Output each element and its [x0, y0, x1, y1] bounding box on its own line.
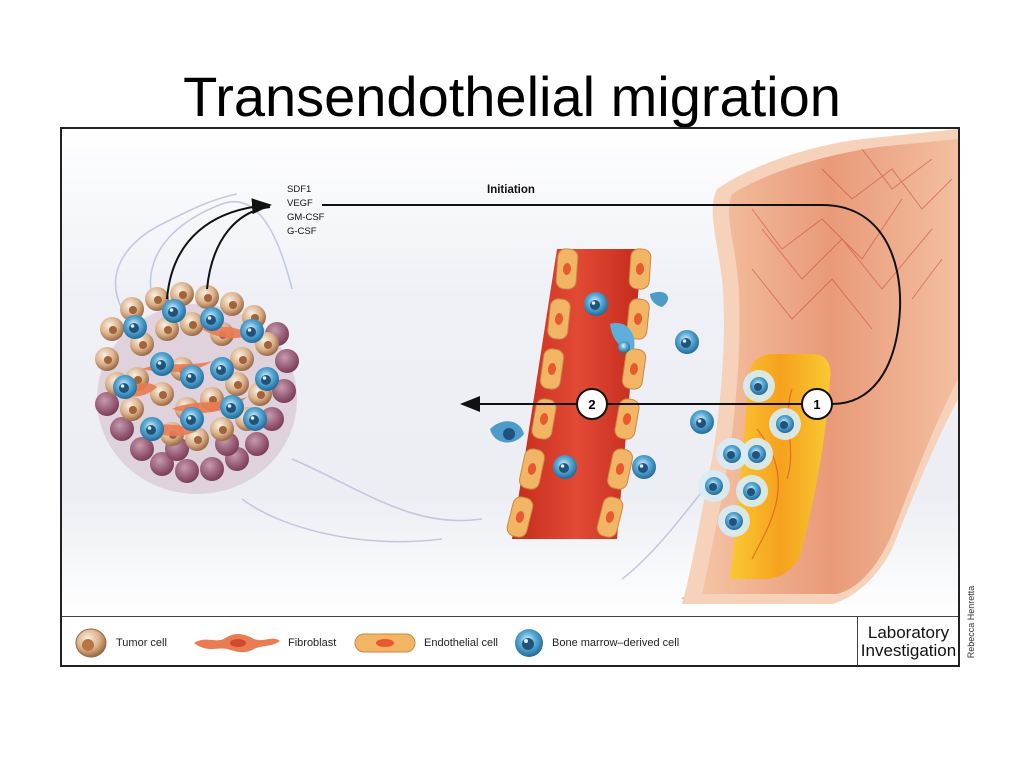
tumor-cell-icon [75, 628, 107, 657]
figure-panel: SDF1 VEGF GM-CSF G-CSF Initiation [60, 127, 960, 667]
bone-marrow-cell-icon [515, 628, 543, 657]
factor-gm-csf: GM-CSF [287, 212, 325, 223]
step-badge-2: 2 [576, 388, 608, 420]
slide-title: Transendothelial migration [183, 65, 841, 128]
illustration: SDF1 VEGF GM-CSF G-CSF Initiation [62, 129, 958, 617]
legend-item-fibroblast: Fibroblast [192, 617, 337, 665]
bone-trabeculae [751, 148, 953, 330]
artist-credit-text: Rebecca Henretta [966, 585, 976, 659]
legend-label-tumor-cell: Tumor cell [116, 636, 167, 649]
tumor-mass [95, 282, 299, 494]
step-badge-1: 1 [801, 388, 833, 420]
factor-vegf: VEGF [287, 198, 313, 209]
journal-logo: Laboratory Investigation [857, 616, 958, 665]
fibroblast-icon [194, 633, 280, 652]
svg-text:2: 2 [588, 397, 595, 412]
legend-item-bone-marrow-cell: Bone marrow–derived cell [512, 617, 680, 665]
vessel-bmdc [553, 292, 635, 479]
signal-arrow [322, 204, 902, 405]
legend-item-endothelial-cell: Endothelial cell [352, 617, 498, 665]
migrating-cells [490, 291, 801, 537]
legend-label-bone-marrow-cell: Bone marrow–derived cell [552, 636, 680, 649]
legend-item-tumor-cell: Tumor cell [72, 617, 167, 665]
logo-line-2: Investigation [860, 640, 957, 660]
artist-credit: Rebecca Henretta [964, 580, 978, 664]
factor-sdf1: SDF1 [287, 184, 311, 195]
factor-list: SDF1 VEGF GM-CSF G-CSF [287, 184, 325, 237]
blood-vessel [504, 247, 652, 540]
svg-text:1: 1 [813, 397, 820, 412]
legend-label-fibroblast: Fibroblast [288, 636, 337, 649]
stage-label-initiation: Initiation [487, 184, 535, 196]
endothelial-cell-icon [354, 633, 416, 652]
legend: Tumor cell Fibroblast Endothelial cell B… [62, 616, 958, 665]
legend-label-endothelial-cell: Endothelial cell [424, 636, 498, 649]
secretion-arrows [166, 198, 272, 300]
factor-g-csf: G-CSF [287, 226, 317, 237]
logo-line-1: Laboratory [867, 622, 950, 642]
